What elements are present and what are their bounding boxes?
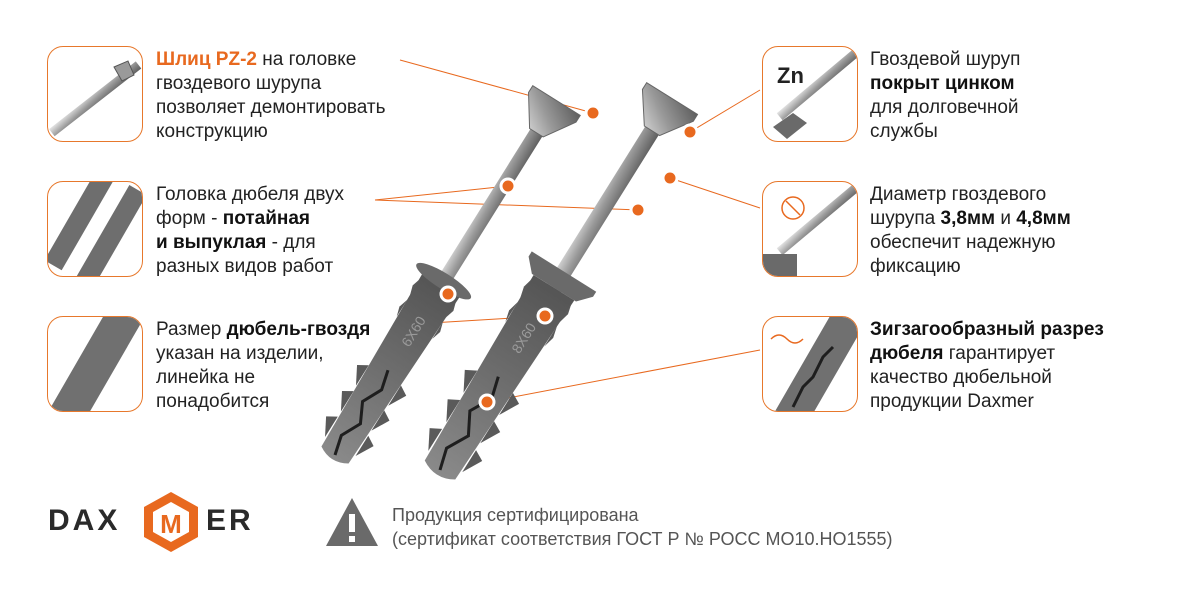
callout-pz2: Шлиц PZ-2 на головке гвоздевого шурупа п…: [156, 49, 386, 142]
thumb-diameter: [762, 181, 858, 277]
zinc-icon-label: Zn: [777, 63, 804, 88]
callout-head: Головка дюбеля двух форм - потайная и вы…: [156, 184, 345, 277]
certificate-text: Продукция сертифицирована (сертификат со…: [392, 505, 893, 549]
wave-icon: [770, 334, 804, 344]
thumb-dowel-heads: [47, 181, 143, 277]
warning-icon: [326, 498, 378, 546]
thumb-zigzag: [762, 316, 858, 412]
hexagon-logo-icon: M: [144, 492, 198, 552]
diameter-icon: [781, 196, 805, 220]
callout-zinc: Гвоздевой шуруп покрыт цинком для долгов…: [870, 49, 1021, 142]
callout-dots: [439, 104, 699, 411]
daxmer-logo: DAX M ER: [48, 490, 268, 554]
callout-zigzag: Зигзагообразный разрез дюбеля гарантируе…: [870, 319, 1104, 412]
svg-text:M: M: [160, 509, 182, 539]
callout-size: Размер дюбель-гвоздя указан на изделии, …: [156, 319, 371, 412]
right-dowel: 8X60: [424, 81, 699, 480]
thumb-zinc: Zn: [762, 46, 858, 142]
thumb-size-marking: [47, 316, 143, 412]
callout-diameter: Диаметр гвоздевого шурупа 3,8мм и 4,8мм …: [870, 184, 1071, 277]
thumb-screw-head: [47, 46, 143, 142]
